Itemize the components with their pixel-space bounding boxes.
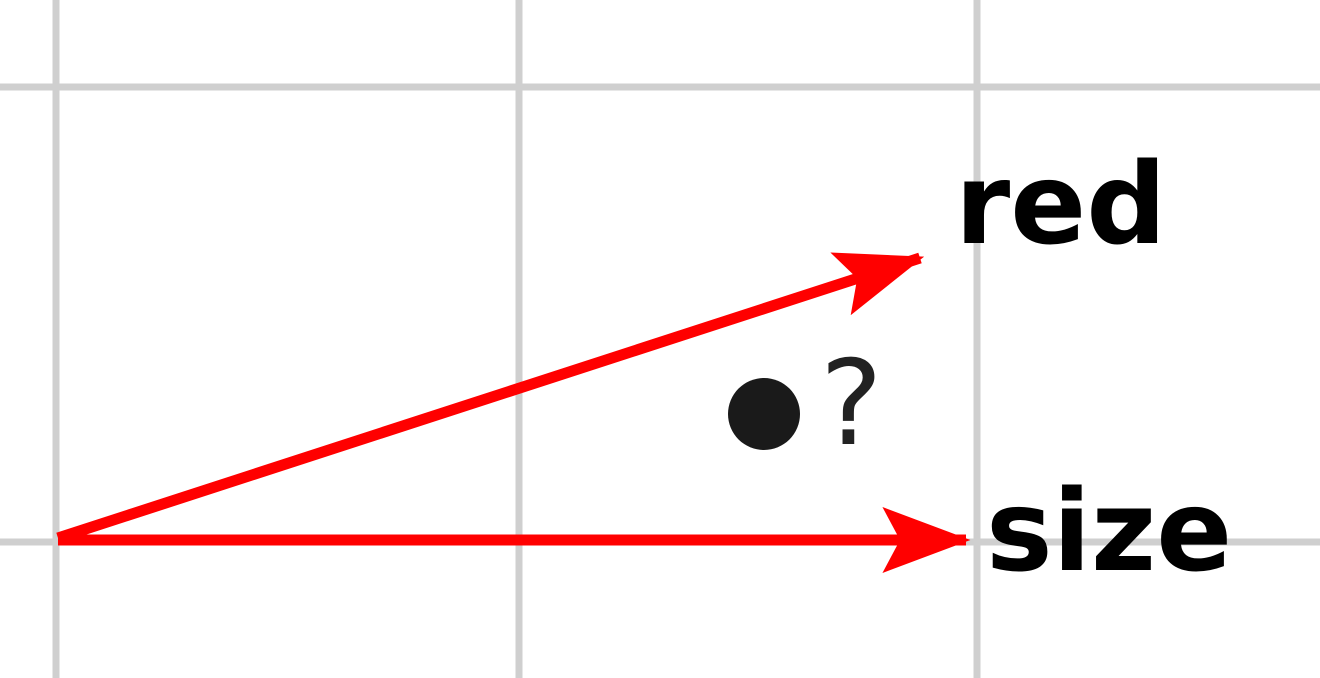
unknown-point-label: ?: [820, 334, 883, 472]
unknown-point-dot: [728, 378, 800, 450]
size-vector-label: size: [986, 467, 1232, 597]
red-vector-arrow: [56, 252, 925, 544]
red-vector-label: red: [955, 140, 1166, 270]
